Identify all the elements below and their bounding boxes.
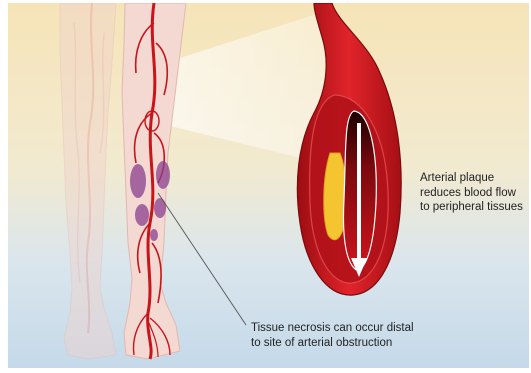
necrosis-annotation: Tissue necrosis can occur distal to site…: [251, 321, 436, 350]
plaque-annotation: Arterial plaque reduces blood flow to pe…: [420, 171, 529, 215]
illustration: Arterial plaque reduces blood flow to pe…: [8, 3, 529, 368]
